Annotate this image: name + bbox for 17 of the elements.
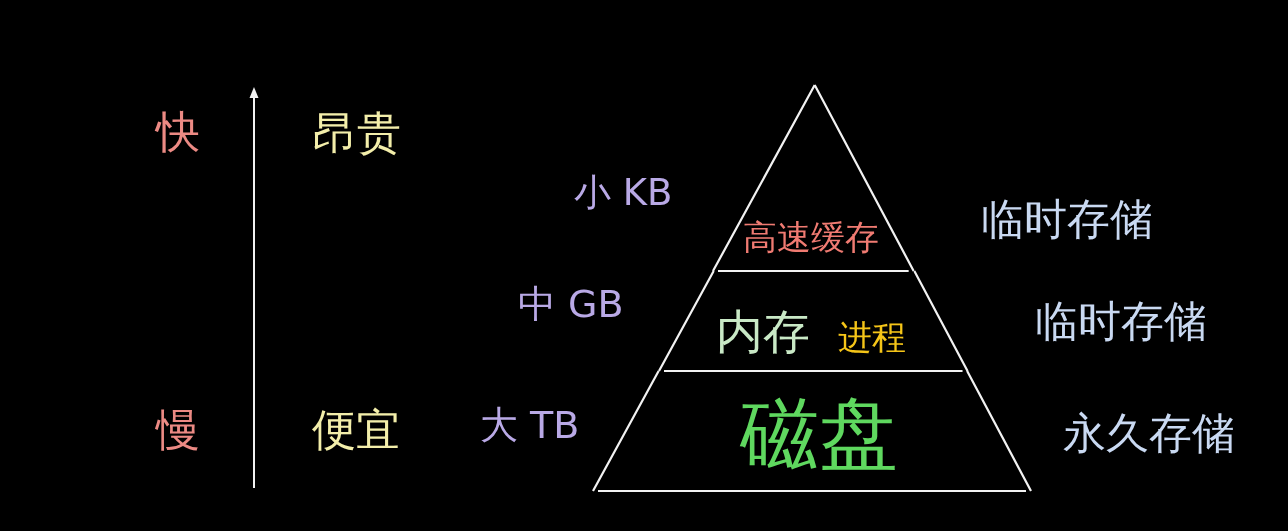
storage-label: 永久存储: [1063, 411, 1235, 455]
speed-label: 慢: [156, 408, 200, 452]
pyramid-tier: [656, 269, 970, 373]
cost-label: 便宜: [312, 408, 400, 452]
size-label: 中 GB: [518, 285, 624, 323]
cost-label: 昂贵: [313, 111, 401, 155]
size-label: 大 TB: [480, 406, 580, 444]
speed-label: 快: [156, 110, 200, 154]
pyramid-tier: [711, 83, 916, 273]
storage-label: 临时存储: [981, 197, 1153, 241]
size-label: 小 KB: [574, 173, 673, 211]
pyramid-tier: [591, 369, 1033, 493]
tier-label: 内存: [716, 307, 810, 355]
tier-label: 磁盘: [740, 394, 898, 474]
tier-label: 高速缓存: [743, 220, 879, 254]
storage-label: 临时存储: [1035, 299, 1207, 343]
process-label: 进程: [838, 320, 906, 354]
